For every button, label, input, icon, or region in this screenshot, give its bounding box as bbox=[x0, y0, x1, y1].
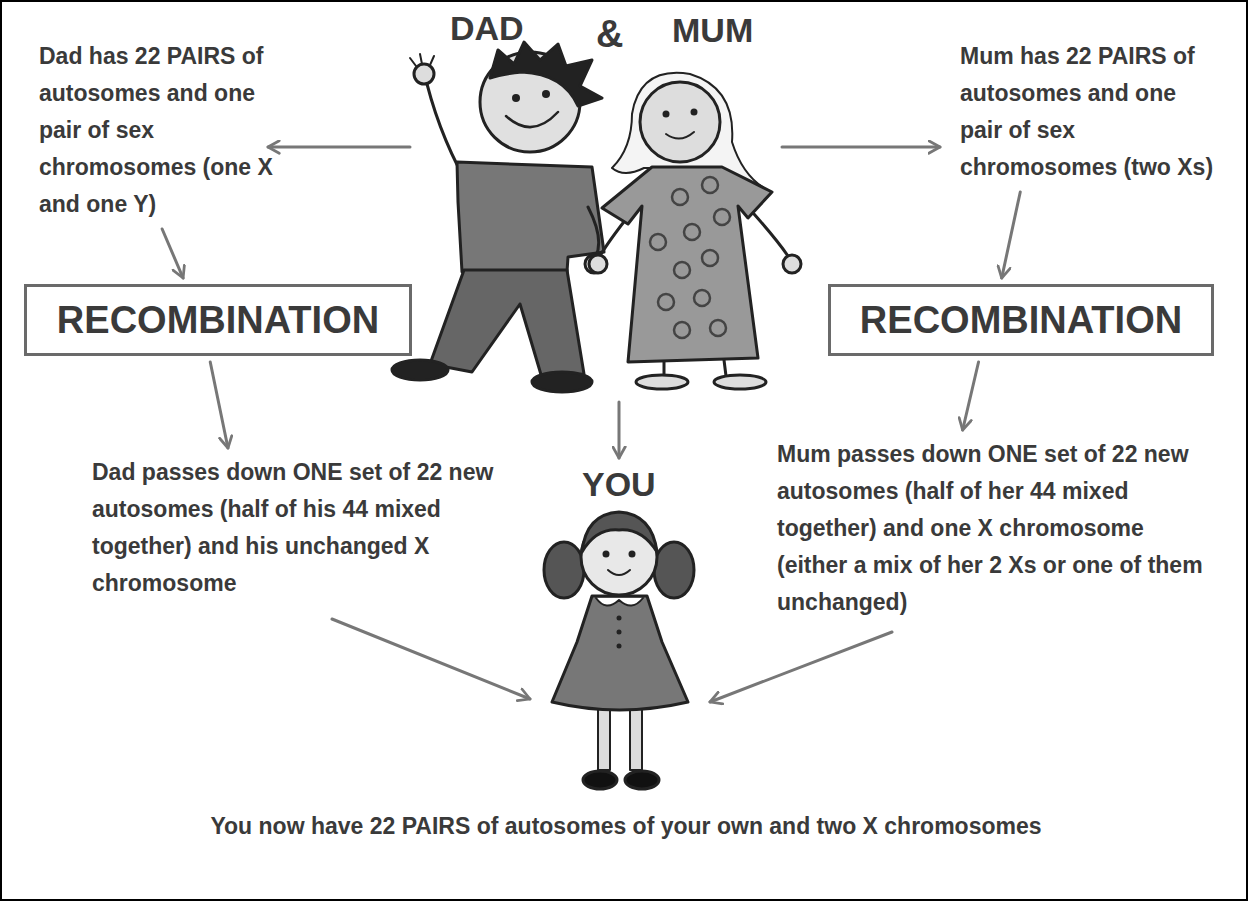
mum-figure-part-part bbox=[702, 177, 718, 193]
flow-arrow bbox=[1002, 192, 1021, 278]
mum-figure-part bbox=[666, 132, 694, 139]
mum-figure-part-part bbox=[658, 294, 674, 310]
child-figure-part bbox=[544, 542, 584, 598]
mum-figure-part bbox=[714, 375, 766, 389]
dad-figure-part bbox=[532, 372, 592, 392]
child-figure-part bbox=[596, 598, 643, 606]
child-figure bbox=[544, 512, 694, 789]
mum-figure-part-part bbox=[702, 250, 718, 266]
leader-arrows-part bbox=[332, 619, 530, 699]
note-text: Mum has 22 PAIRS of autosomes and one pa… bbox=[960, 38, 1222, 186]
mum-figure-part-part bbox=[674, 262, 690, 278]
flow-arrow bbox=[210, 362, 228, 448]
leader-arrows-part bbox=[710, 632, 892, 702]
inheritance-note: Dad passes down ONE set of 22 new autoso… bbox=[92, 454, 504, 602]
note-text: Mum passes down ONE set of 22 new autoso… bbox=[777, 436, 1219, 621]
child-figure-part bbox=[629, 551, 636, 558]
mum-figure-part bbox=[691, 109, 698, 116]
leader-arrows-part bbox=[618, 402, 621, 458]
mum-figure-part-part bbox=[710, 320, 726, 336]
inheritance-note: Mum passes down ONE set of 22 new autoso… bbox=[777, 436, 1219, 621]
person-label: MUM bbox=[672, 10, 753, 51]
mum-figure-part bbox=[636, 375, 688, 389]
child-figure-part bbox=[617, 630, 622, 635]
parent-note: Dad has 22 PAIRS of autosomes and one pa… bbox=[39, 38, 301, 223]
mum-figure-part-part bbox=[714, 209, 730, 225]
box-title: RECOMBINATION bbox=[57, 297, 379, 343]
flow-arrow bbox=[963, 362, 979, 430]
dad-figure-part bbox=[414, 64, 434, 84]
note-text: Dad passes down ONE set of 22 new autoso… bbox=[92, 454, 504, 602]
mum-figure-part-part bbox=[650, 234, 666, 250]
ampersand: & bbox=[596, 12, 623, 58]
process-box: RECOMBINATION bbox=[828, 284, 1214, 356]
leader-arrows-part bbox=[268, 146, 410, 149]
dad-figure-part bbox=[542, 90, 550, 98]
note-text: Dad has 22 PAIRS of autosomes and one pa… bbox=[39, 38, 301, 223]
mum-figure-part bbox=[602, 167, 772, 362]
box-title: RECOMBINATION bbox=[860, 297, 1182, 343]
process-box: RECOMBINATION bbox=[24, 284, 412, 356]
dad-figure-part bbox=[490, 42, 602, 106]
child-figure-part bbox=[608, 570, 630, 575]
dad-figure-part bbox=[506, 112, 558, 127]
child-figure-part bbox=[630, 702, 642, 770]
dad-figure-part bbox=[588, 207, 599, 258]
mum-figure-part-part bbox=[684, 224, 700, 240]
mum-figure-part bbox=[650, 177, 730, 338]
child-figure-part bbox=[617, 616, 622, 621]
flow-arrow bbox=[162, 229, 183, 278]
dad-figure-part bbox=[392, 360, 448, 380]
leader-arrows-part bbox=[782, 146, 940, 149]
dad-figure-part bbox=[430, 270, 584, 378]
caption: You now have 22 PAIRS of autosomes of yo… bbox=[202, 808, 1050, 844]
person-label: YOU bbox=[582, 464, 656, 505]
child-figure-part bbox=[625, 771, 659, 789]
child-figure-part bbox=[583, 771, 617, 789]
mum-figure-part bbox=[754, 214, 788, 256]
child-figure-part bbox=[654, 542, 694, 598]
dad-figure-part bbox=[410, 54, 434, 66]
dad-figure-part bbox=[457, 162, 604, 272]
mum-figure-part bbox=[663, 111, 670, 118]
parent-note: Mum has 22 PAIRS of autosomes and one pa… bbox=[960, 38, 1222, 186]
mum-figure bbox=[589, 73, 801, 389]
mum-figure-part bbox=[783, 255, 801, 273]
dad-figure bbox=[392, 42, 604, 392]
child-figure-part bbox=[603, 551, 610, 558]
child-figure-part bbox=[552, 596, 688, 710]
mum-figure-part-part bbox=[694, 290, 710, 306]
mum-figure-part bbox=[724, 360, 726, 376]
person-label: DAD bbox=[450, 8, 524, 49]
mum-figure-part-part bbox=[672, 189, 688, 205]
mum-figure-part bbox=[589, 255, 607, 273]
child-figure-part bbox=[582, 512, 657, 552]
mum-figure-part bbox=[640, 82, 720, 162]
dad-figure-part bbox=[512, 94, 520, 102]
mum-figure-part-part bbox=[674, 322, 690, 338]
child-figure-part bbox=[617, 644, 622, 649]
child-figure-part bbox=[598, 702, 610, 770]
